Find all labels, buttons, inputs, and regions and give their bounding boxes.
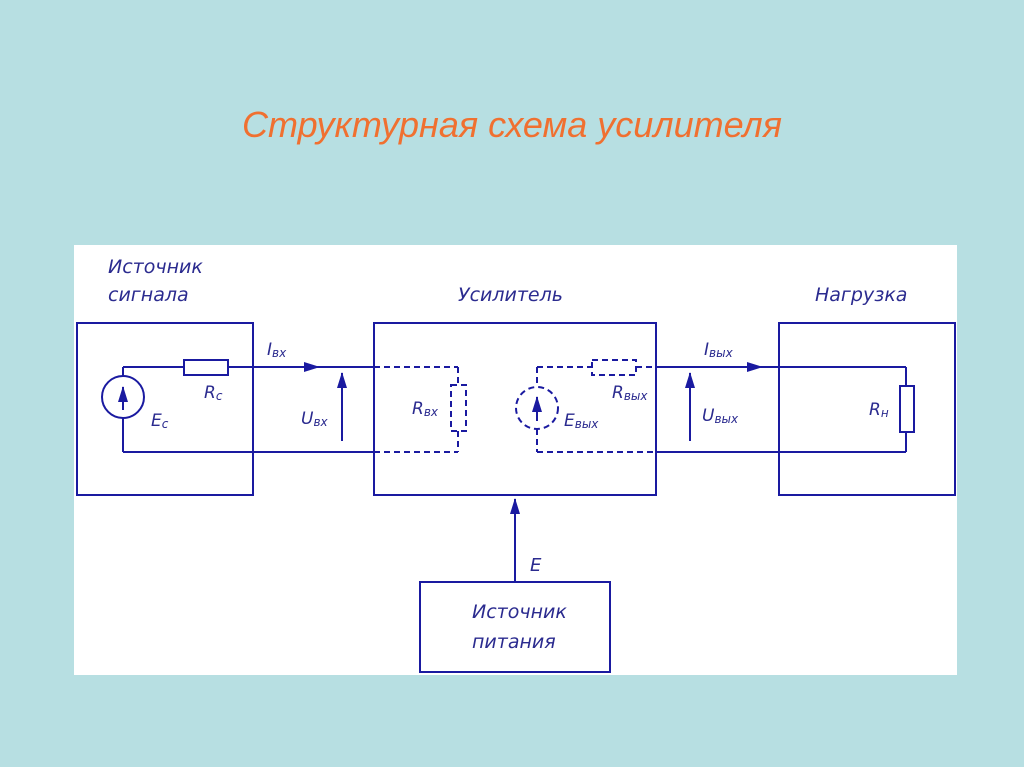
power-label-line2: питания: [472, 631, 556, 653]
resistor-rn: [899, 385, 915, 433]
slide-title: Структурная схема усилителя: [242, 104, 782, 145]
label-r-in: Rвх: [412, 399, 439, 419]
label-e-out: Eвых: [564, 411, 599, 431]
label-r-c: Rс: [204, 383, 223, 403]
load-box: [778, 322, 956, 496]
resistor-rout: [591, 359, 637, 376]
label-r-out: Rвых: [612, 383, 648, 403]
label-u-out: Uвых: [702, 406, 739, 426]
source-label-line2: сигнала: [108, 284, 189, 306]
label-u-in: Uвх: [301, 409, 329, 429]
amplifier-block-diagram: Источник сигнала Усилитель Нагрузка Исто…: [76, 256, 956, 673]
power-label-line1: Источник: [472, 601, 567, 623]
load-label: Нагрузка: [815, 284, 907, 306]
label-i-in: Iвх: [267, 340, 287, 360]
amplifier-box: [373, 322, 657, 496]
resistor-rin: [450, 384, 467, 432]
label-e-c: Eс: [151, 411, 169, 431]
label-r-n: Rн: [869, 400, 889, 420]
power-source-box: [419, 581, 611, 673]
signal-source-box: [76, 322, 254, 496]
source-label-line1: Источник: [108, 256, 203, 278]
label-i-out: Iвых: [704, 340, 734, 360]
label-e: E: [530, 555, 542, 576]
diagram-panel: Источник сигнала Усилитель Нагрузка Исто…: [74, 245, 957, 675]
resistor-rc: [183, 359, 229, 376]
amplifier-label: Усилитель: [458, 284, 563, 306]
